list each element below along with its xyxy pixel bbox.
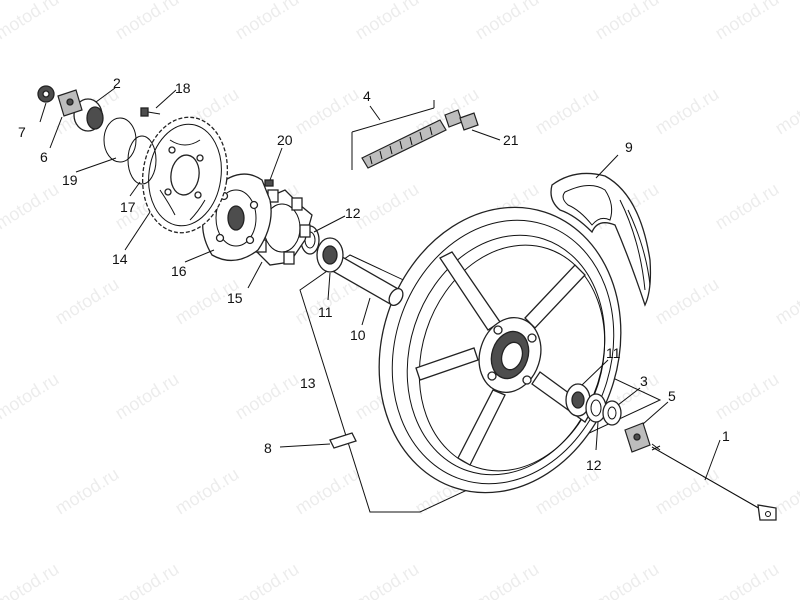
- watermark-text: motod.ru: [232, 369, 303, 424]
- watermark-text: motod.ru: [772, 84, 800, 139]
- callout-3: 3: [640, 373, 648, 389]
- callout-14: 14: [112, 251, 128, 267]
- callout-20: 20: [277, 132, 293, 148]
- callout-12-upper: 12: [345, 205, 361, 221]
- tire-valve: [329, 432, 357, 449]
- watermark-text: motod.ru: [52, 274, 123, 329]
- chain-adjuster-left: [57, 89, 83, 117]
- watermark-text: motod.ru: [0, 0, 62, 43]
- watermark-text: motod.ru: [772, 274, 800, 329]
- callout-5: 5: [668, 388, 676, 404]
- mudguard: [550, 172, 652, 307]
- watermark-text: motod.ru: [232, 0, 303, 43]
- watermark-text: motod.ru: [292, 464, 363, 519]
- watermark-text: motod.ru: [592, 559, 663, 600]
- chain-callout-bracket: [351, 100, 435, 170]
- watermark-text: motod.ru: [652, 84, 723, 139]
- stud: [264, 179, 274, 187]
- oil-seal-lower: [585, 393, 607, 423]
- watermark-text: motod.ru: [0, 559, 62, 600]
- o-ring: [103, 117, 137, 163]
- rear-wheel: [378, 206, 622, 494]
- sprocket: [141, 116, 229, 234]
- wheel-axle: [651, 443, 777, 521]
- callout-18: 18: [175, 80, 191, 96]
- watermark-text: motod.ru: [0, 179, 62, 234]
- callout-11-upper: 11: [318, 304, 333, 320]
- callout-9: 9: [625, 139, 633, 155]
- watermark-text: motod.ru: [112, 0, 183, 43]
- watermark-text: motod.ru: [292, 84, 363, 139]
- watermark-text: motod.ru: [112, 369, 183, 424]
- watermark-text: motod.ru: [0, 84, 2, 139]
- leader-lines: [39, 87, 721, 481]
- callout-1: 1: [722, 428, 730, 444]
- callout-labels: 1 2 3 4 5 6 7 8 9 10 11 11 12 12 13 14 1…: [18, 75, 730, 473]
- watermark-text: motod.ru: [652, 464, 723, 519]
- callout-7: 7: [18, 124, 26, 140]
- watermark-text: motod.ru: [352, 179, 423, 234]
- callout-12-lower: 12: [586, 457, 602, 473]
- callout-21: 21: [503, 132, 519, 148]
- callout-13: 13: [300, 375, 316, 391]
- watermark-text: motod.ru: [592, 0, 663, 43]
- watermark-text: motod.ru: [0, 464, 2, 519]
- bolt-sprocket: [140, 107, 161, 117]
- circlip: [127, 135, 157, 185]
- callout-10: 10: [350, 327, 366, 343]
- bearing-upper: [316, 237, 344, 273]
- callout-8: 8: [264, 440, 272, 456]
- watermark-text: motod.ru: [112, 559, 183, 600]
- watermark-text: motod.ru: [0, 274, 2, 329]
- watermark-text: motod.ru: [652, 274, 723, 329]
- callout-11-lower: 11: [606, 345, 621, 361]
- chain-adjuster-right: [624, 422, 651, 453]
- watermark-text: motod.ru: [232, 559, 303, 600]
- watermark-text: motod.ru: [472, 559, 543, 600]
- callout-15: 15: [227, 290, 243, 306]
- watermark-text: motod.ru: [712, 559, 783, 600]
- watermark-text: motod.ru: [172, 464, 243, 519]
- bearing-lower: [565, 383, 591, 417]
- watermark-text: motod.ru: [352, 559, 423, 600]
- callout-16: 16: [171, 263, 187, 279]
- callout-2: 2: [113, 75, 121, 91]
- nut: [37, 85, 55, 103]
- watermark-text: motod.ru: [712, 369, 783, 424]
- watermark-text: motod.ru: [352, 0, 423, 43]
- callout-6: 6: [40, 149, 48, 165]
- callout-17: 17: [120, 199, 136, 215]
- callout-19: 19: [62, 172, 78, 188]
- watermark-text: motod.ru: [0, 369, 62, 424]
- watermark-text: motod.ru: [52, 464, 123, 519]
- watermark-text: motod.ru: [712, 0, 783, 43]
- watermark-text: motod.ru: [472, 0, 543, 43]
- watermark-text: motod.ru: [532, 84, 603, 139]
- drive-chain: [361, 109, 479, 169]
- watermark-text: motod.ru: [712, 179, 783, 234]
- callout-4: 4: [363, 88, 371, 104]
- collar-right: [602, 400, 622, 426]
